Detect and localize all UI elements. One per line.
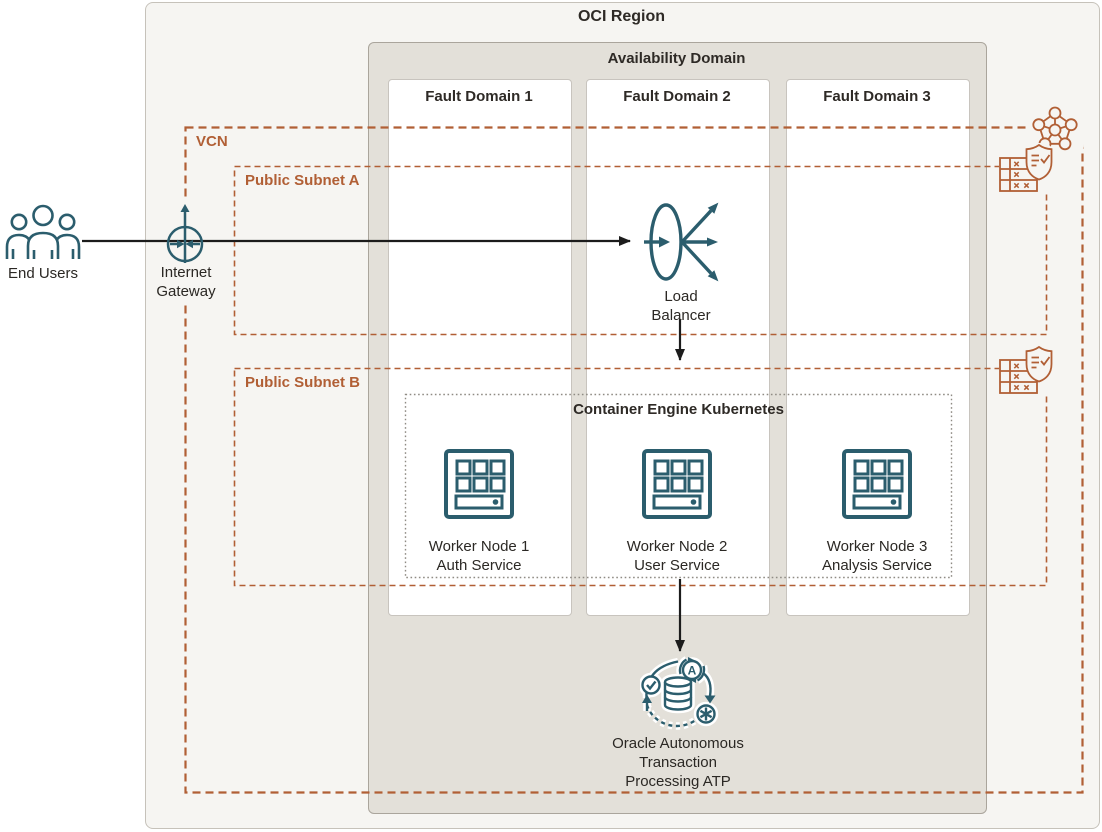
vcn-label: VCN <box>196 133 228 150</box>
route-table-security-list-icon <box>999 143 1053 193</box>
availability-domain-title: Availability Domain <box>607 50 746 67</box>
container-node-icon <box>842 449 912 519</box>
atp-label: Oracle Autonomous Transaction Processing… <box>612 735 744 790</box>
kubernetes-title: Container Engine Kubernetes <box>573 401 784 418</box>
load-balancer-label: Load Balancer <box>651 288 711 324</box>
container-node-icon <box>642 449 712 519</box>
worker-node-2-label: Worker Node 2 User Service <box>626 538 728 574</box>
subnet-b-label: Public Subnet B <box>245 374 361 391</box>
fault-domain-1-box <box>388 79 572 616</box>
fault-domain-3-title: Fault Domain 3 <box>823 88 931 105</box>
worker-node-3-label: Worker Node 3 Analysis Service <box>821 538 933 574</box>
end-users-label: End Users <box>7 265 79 282</box>
fault-domain-3-box <box>786 79 970 616</box>
load-balancer-icon <box>644 202 719 282</box>
autonomous-database-icon: A <box>641 656 716 727</box>
subnet-a-label: Public Subnet A <box>245 172 360 189</box>
worker-node-1-label: Worker Node 1 Auth Service <box>428 538 530 574</box>
fault-domain-2-box <box>586 79 770 616</box>
svg-text:A: A <box>688 663 697 677</box>
route-table-security-list-icon <box>999 345 1053 395</box>
region-title: OCI Region <box>577 8 666 25</box>
people-group-icon <box>5 204 81 259</box>
internet-gateway-label: Internet Gateway <box>146 263 226 301</box>
container-node-icon <box>444 449 514 519</box>
fault-domain-2-title: Fault Domain 2 <box>623 88 731 105</box>
fault-domain-1-title: Fault Domain 1 <box>425 88 533 105</box>
